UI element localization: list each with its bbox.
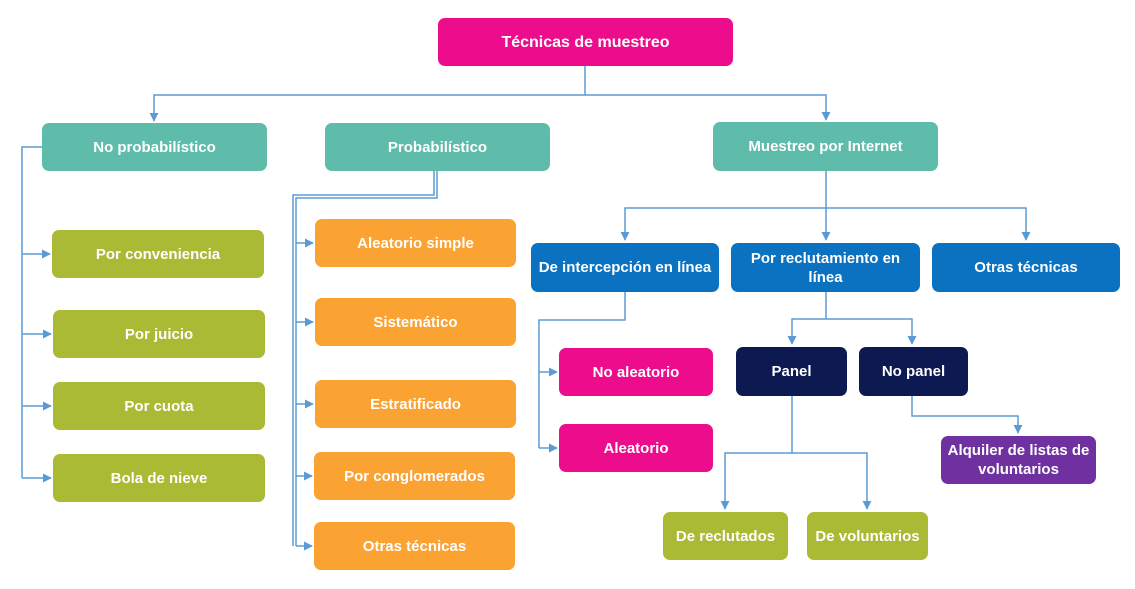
por-juicio-node: Por juicio: [53, 310, 265, 358]
estratificado-node: Estratificado: [315, 380, 516, 428]
de-reclutados-node: De reclutados: [663, 512, 788, 560]
no-panel-node: No panel: [859, 347, 968, 396]
connector-probabilistico-spine-a: [292, 171, 435, 546]
connector-to-intercepcion: [620, 207, 826, 241]
por-conglomerados-node: Por conglomerados: [314, 452, 515, 500]
connector-to-alquiler: [911, 396, 1023, 434]
aleatorio-node: Aleatorio: [559, 424, 713, 472]
bola-de-nieve-node: Bola de nieve: [53, 454, 265, 502]
connector-root-no-probabilistico: [149, 66, 586, 122]
sistematico-node: Sistemático: [315, 298, 516, 346]
panel-node: Panel: [736, 347, 847, 396]
connector-to-de-voluntarios: [792, 452, 872, 510]
por-cuota-node: Por cuota: [53, 382, 265, 430]
reclutamiento-node: Por reclutamiento en línea: [731, 243, 920, 292]
connector-no-probabilistico-spine: [21, 146, 42, 478]
intercepcion-node: De intercepción en línea: [531, 243, 719, 292]
alquiler-node: Alquiler de listas de voluntarios: [941, 436, 1096, 484]
de-voluntarios-node: De voluntarios: [807, 512, 928, 560]
otras-tecnicas-prob-node: Otras técnicas: [314, 522, 515, 570]
probabilistico-node: Probabilístico: [325, 123, 550, 171]
connector-to-otras-tecnicas-internet: [826, 207, 1031, 241]
connector-intercepcion-spine: [538, 292, 626, 448]
aleatorio-simple-node: Aleatorio simple: [315, 219, 516, 267]
connector-to-de-reclutados: [720, 452, 792, 510]
por-conveniencia-node: Por conveniencia: [52, 230, 264, 278]
connector-to-panel: [787, 318, 826, 345]
connector-root-internet: [585, 94, 831, 121]
no-probabilistico-node: No probabilístico: [42, 123, 267, 171]
connector-probabilistico-spine-b: [295, 171, 438, 546]
root-node: Técnicas de muestreo: [438, 18, 733, 66]
connector-to-no-panel: [826, 318, 917, 345]
internet-node: Muestreo por Internet: [713, 122, 938, 171]
no-aleatorio-node: No aleatorio: [559, 348, 713, 396]
otras-tecnicas-internet-node: Otras técnicas: [932, 243, 1120, 292]
